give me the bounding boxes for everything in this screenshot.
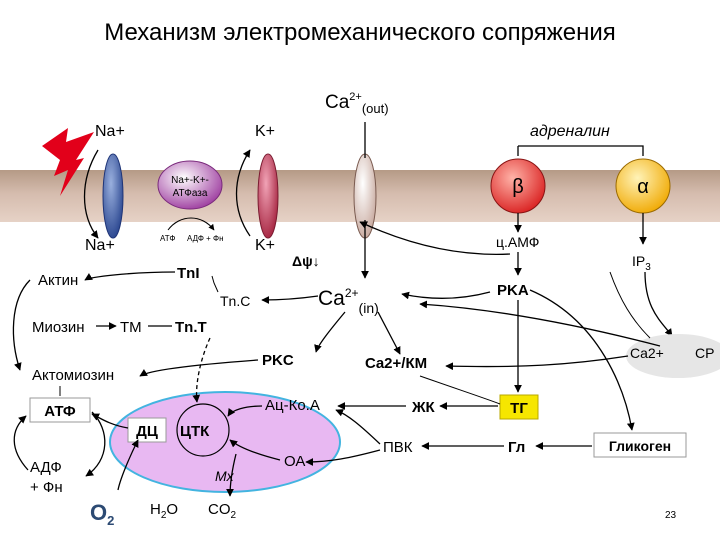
arrow-pka-glycogen xyxy=(529,289,635,431)
arrow-tni-actin xyxy=(84,271,176,281)
fa-label: ЖК xyxy=(411,399,436,416)
mito-label: Мх xyxy=(215,468,235,484)
arrow-etc-atp xyxy=(91,413,129,429)
sr-label: СР xyxy=(695,345,714,361)
arrow-actin-actomyosin xyxy=(12,279,31,371)
tca-cycle-circle xyxy=(176,403,230,457)
oa-label: ОА xyxy=(284,453,305,470)
lightning-icon xyxy=(42,128,94,196)
arrow-acetylcoa-tca xyxy=(227,405,263,417)
page-number: 23 xyxy=(665,510,677,521)
glycogen-label: Гликоген xyxy=(609,438,671,454)
ca-in-label: Ca2+(in) xyxy=(318,286,379,316)
na-k-atpase-pump xyxy=(157,160,223,210)
line-cakm-tg xyxy=(419,375,501,405)
ca-out-label: Ca2+(out) xyxy=(325,91,389,116)
arrow-pka-ca xyxy=(401,291,491,300)
tni-label: TnI xyxy=(177,265,200,282)
na-out-label: Na+ xyxy=(95,123,125,140)
acetyl-coa-label: Ац-Ко.А xyxy=(265,397,320,414)
tca-label: ЦТК xyxy=(180,423,210,440)
h2o-label: H2O xyxy=(150,501,178,521)
beta-label: β xyxy=(512,176,524,198)
arrow-pvk-acetylcoa xyxy=(335,409,381,445)
pvk-label: ПВК xyxy=(383,439,413,456)
glycogen-box xyxy=(593,432,687,458)
arrow-sr-cakm xyxy=(445,355,629,371)
arrow-oa-tca xyxy=(229,439,281,461)
camp-label: ц.АМФ xyxy=(496,234,539,250)
adrenaline-alpha-line xyxy=(518,145,644,156)
delta-psi-label: Δψ↓ xyxy=(292,253,320,269)
arrow-ca-pkc xyxy=(314,311,346,353)
co2-label: CO2 xyxy=(208,501,237,521)
cakm-label: Ca2+/КМ xyxy=(365,355,427,372)
tnc-label: Tn.C xyxy=(220,293,250,309)
adp-small-label: АДФ + Фн xyxy=(187,234,224,243)
arrow-k-efflux xyxy=(235,149,251,237)
na-channel xyxy=(102,153,124,239)
sarcoplasmic-reticulum xyxy=(626,334,720,378)
adrenaline-label: адреналин xyxy=(530,123,610,140)
arrow-pvk-oa xyxy=(305,449,381,466)
k-channel xyxy=(257,153,279,239)
na-in-label: Na+ xyxy=(85,237,115,254)
k-out-label: K+ xyxy=(255,123,275,140)
line-tni-tnc xyxy=(211,275,219,293)
pkc-label: PKC xyxy=(262,352,294,369)
tm-label: TM xyxy=(120,319,142,336)
arrow-sr-ca xyxy=(419,300,661,347)
arrow-camp-ca-channel xyxy=(359,221,511,255)
actin-label: Актин xyxy=(38,272,78,289)
arrow-ca-cakm xyxy=(377,311,401,355)
arrow-o2-etc xyxy=(117,439,139,491)
mitochondrion xyxy=(109,391,341,493)
tg-box xyxy=(499,394,539,420)
etc-label: ДЦ xyxy=(136,423,158,440)
tnt-label: Tn.T xyxy=(175,319,207,336)
adp-label: АДФ xyxy=(30,459,62,476)
glucose-label: Гл xyxy=(508,439,525,456)
etc-box xyxy=(127,417,167,443)
arrow-na-influx xyxy=(83,149,99,239)
pump-label-line2: АТФаза xyxy=(173,188,208,199)
actomyosin-label: Актомиозин xyxy=(32,367,114,384)
atp-label: АТФ xyxy=(44,403,76,420)
pn-label: + Фн xyxy=(30,479,63,496)
alpha-label: α xyxy=(637,176,649,198)
pump-label-line1: Na+-K+- xyxy=(171,175,209,186)
arrow-adp-atp xyxy=(13,415,29,471)
line-ip3-curve xyxy=(609,271,651,339)
arrow-tca-co2 xyxy=(226,453,237,497)
o2-label: O2 xyxy=(90,500,114,528)
sr-ca-label: Ca2+ xyxy=(630,345,664,361)
tg-label: ТГ xyxy=(510,400,528,417)
atp-small-label: АТФ xyxy=(160,234,175,243)
pka-label: PKA xyxy=(497,282,529,299)
k-in-label: K+ xyxy=(255,237,275,254)
page-title: Механизм электромеханического сопряжения xyxy=(104,19,616,46)
arrow-tnt-tca-dashed xyxy=(192,337,211,403)
arrow-pkc-actomyosin xyxy=(139,359,259,377)
myosin-label: Миозин xyxy=(32,319,85,336)
arrow-atp-hydrolysis xyxy=(167,217,215,231)
arrow-ca-tnc xyxy=(261,295,319,304)
arrow-ip3-sr xyxy=(644,271,673,337)
atp-box xyxy=(29,397,91,423)
ip3-label: IP3 xyxy=(632,253,651,273)
